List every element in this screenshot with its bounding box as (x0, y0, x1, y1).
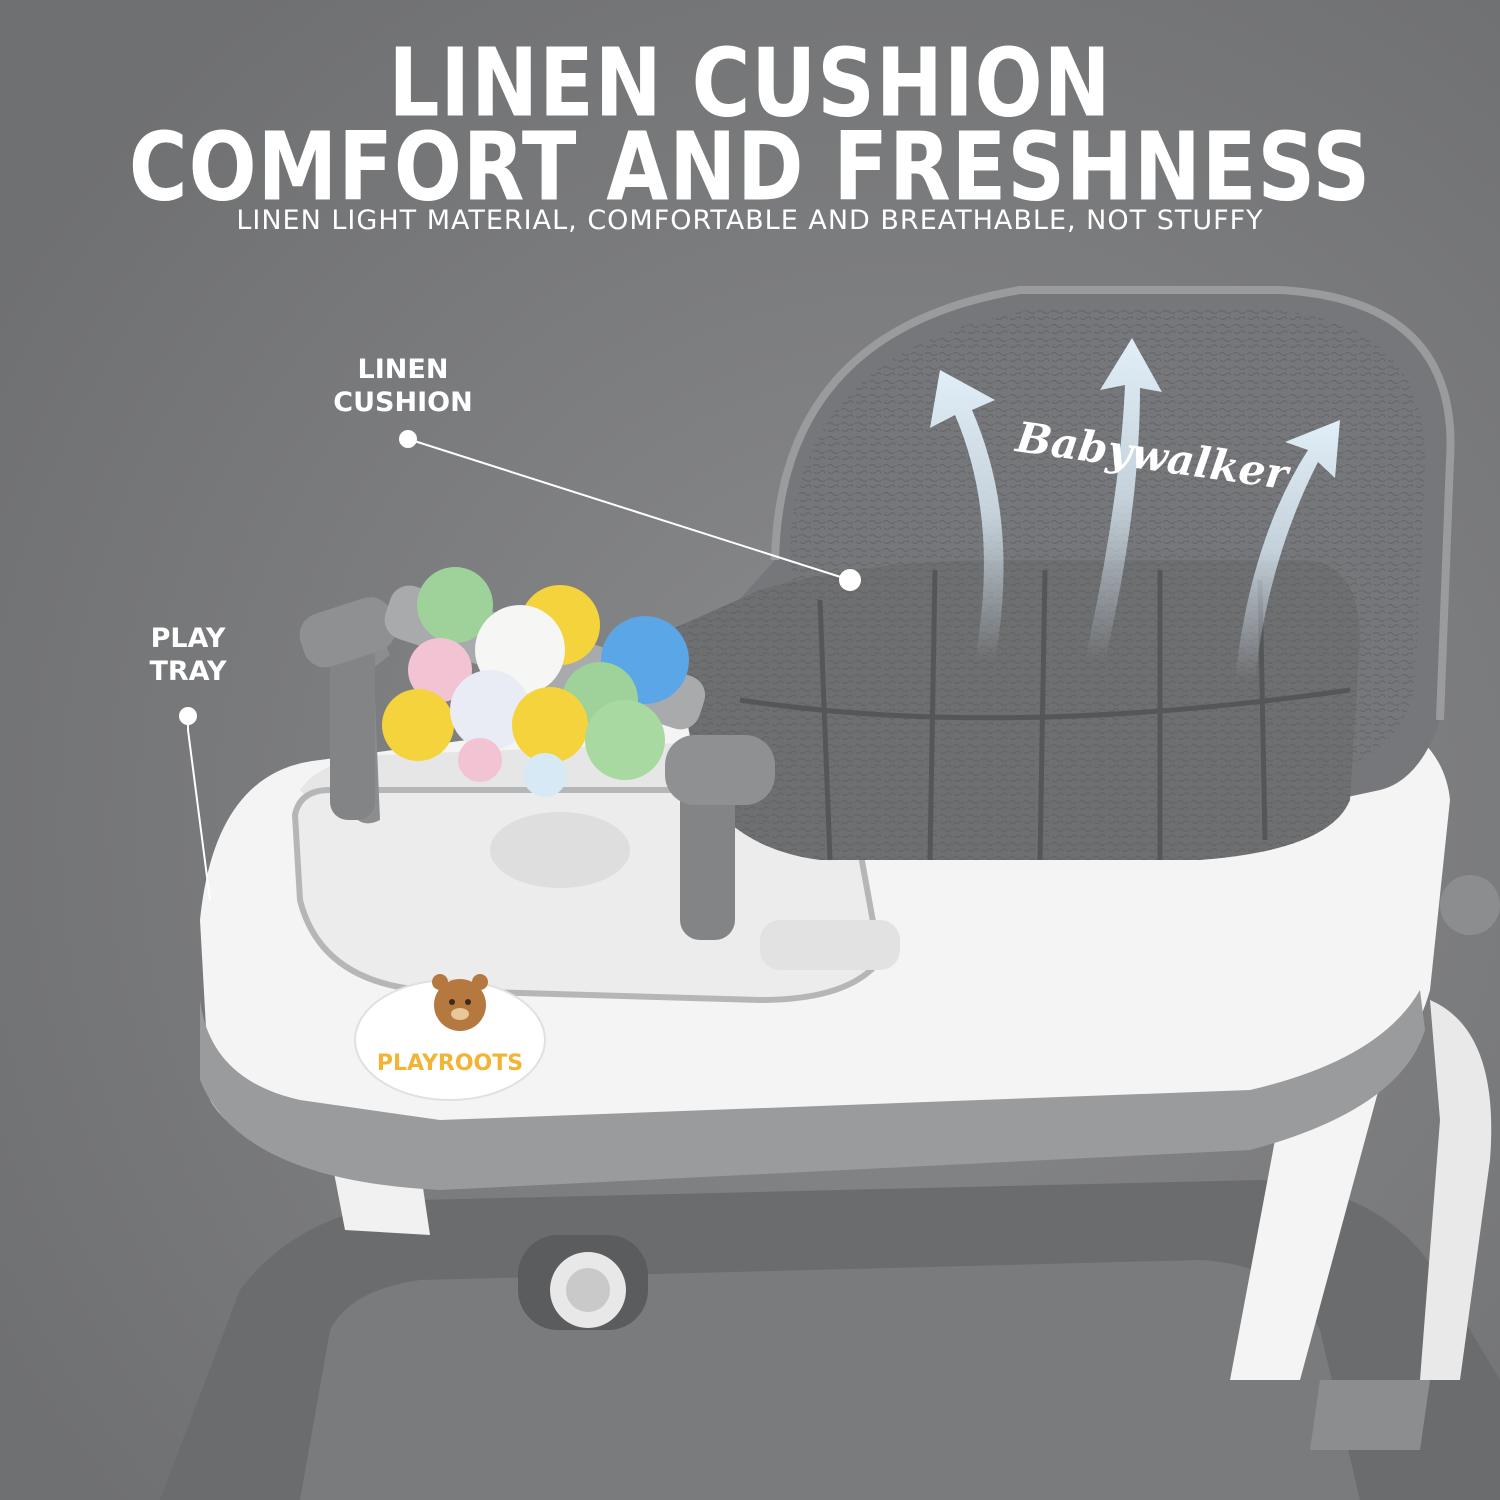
bead-toy (299, 567, 775, 940)
callout-lines (179, 430, 861, 901)
linen-cushion-callout: LINEN CUSHION (318, 353, 488, 419)
subtitle: LINEN LIGHT MATERIAL, COMFORTABLE AND BR… (236, 205, 1264, 236)
tray-callout-dot (179, 707, 197, 725)
headline-line-2: COMFORT AND FRESHNESS (128, 112, 1372, 222)
callout-cushion-line-1: LINEN (357, 354, 449, 385)
play-tray-callout: PLAY TRAY (128, 622, 248, 688)
headline-line-1: LINEN CUSHION (388, 28, 1112, 138)
side-knob (1440, 875, 1500, 935)
wheel (518, 1235, 648, 1330)
playroots-logo (354, 974, 546, 1101)
logo-text: PLAYROOTS (377, 1051, 523, 1076)
cushion-callout-dot (399, 430, 417, 448)
airflow-arrows (930, 338, 1340, 680)
cushion-target-dot (839, 569, 861, 591)
callout-cushion-line-2: CUSHION (333, 387, 473, 418)
callout-tray-line-1: PLAY (150, 623, 226, 654)
callout-tray-line-2: TRAY (149, 656, 227, 687)
